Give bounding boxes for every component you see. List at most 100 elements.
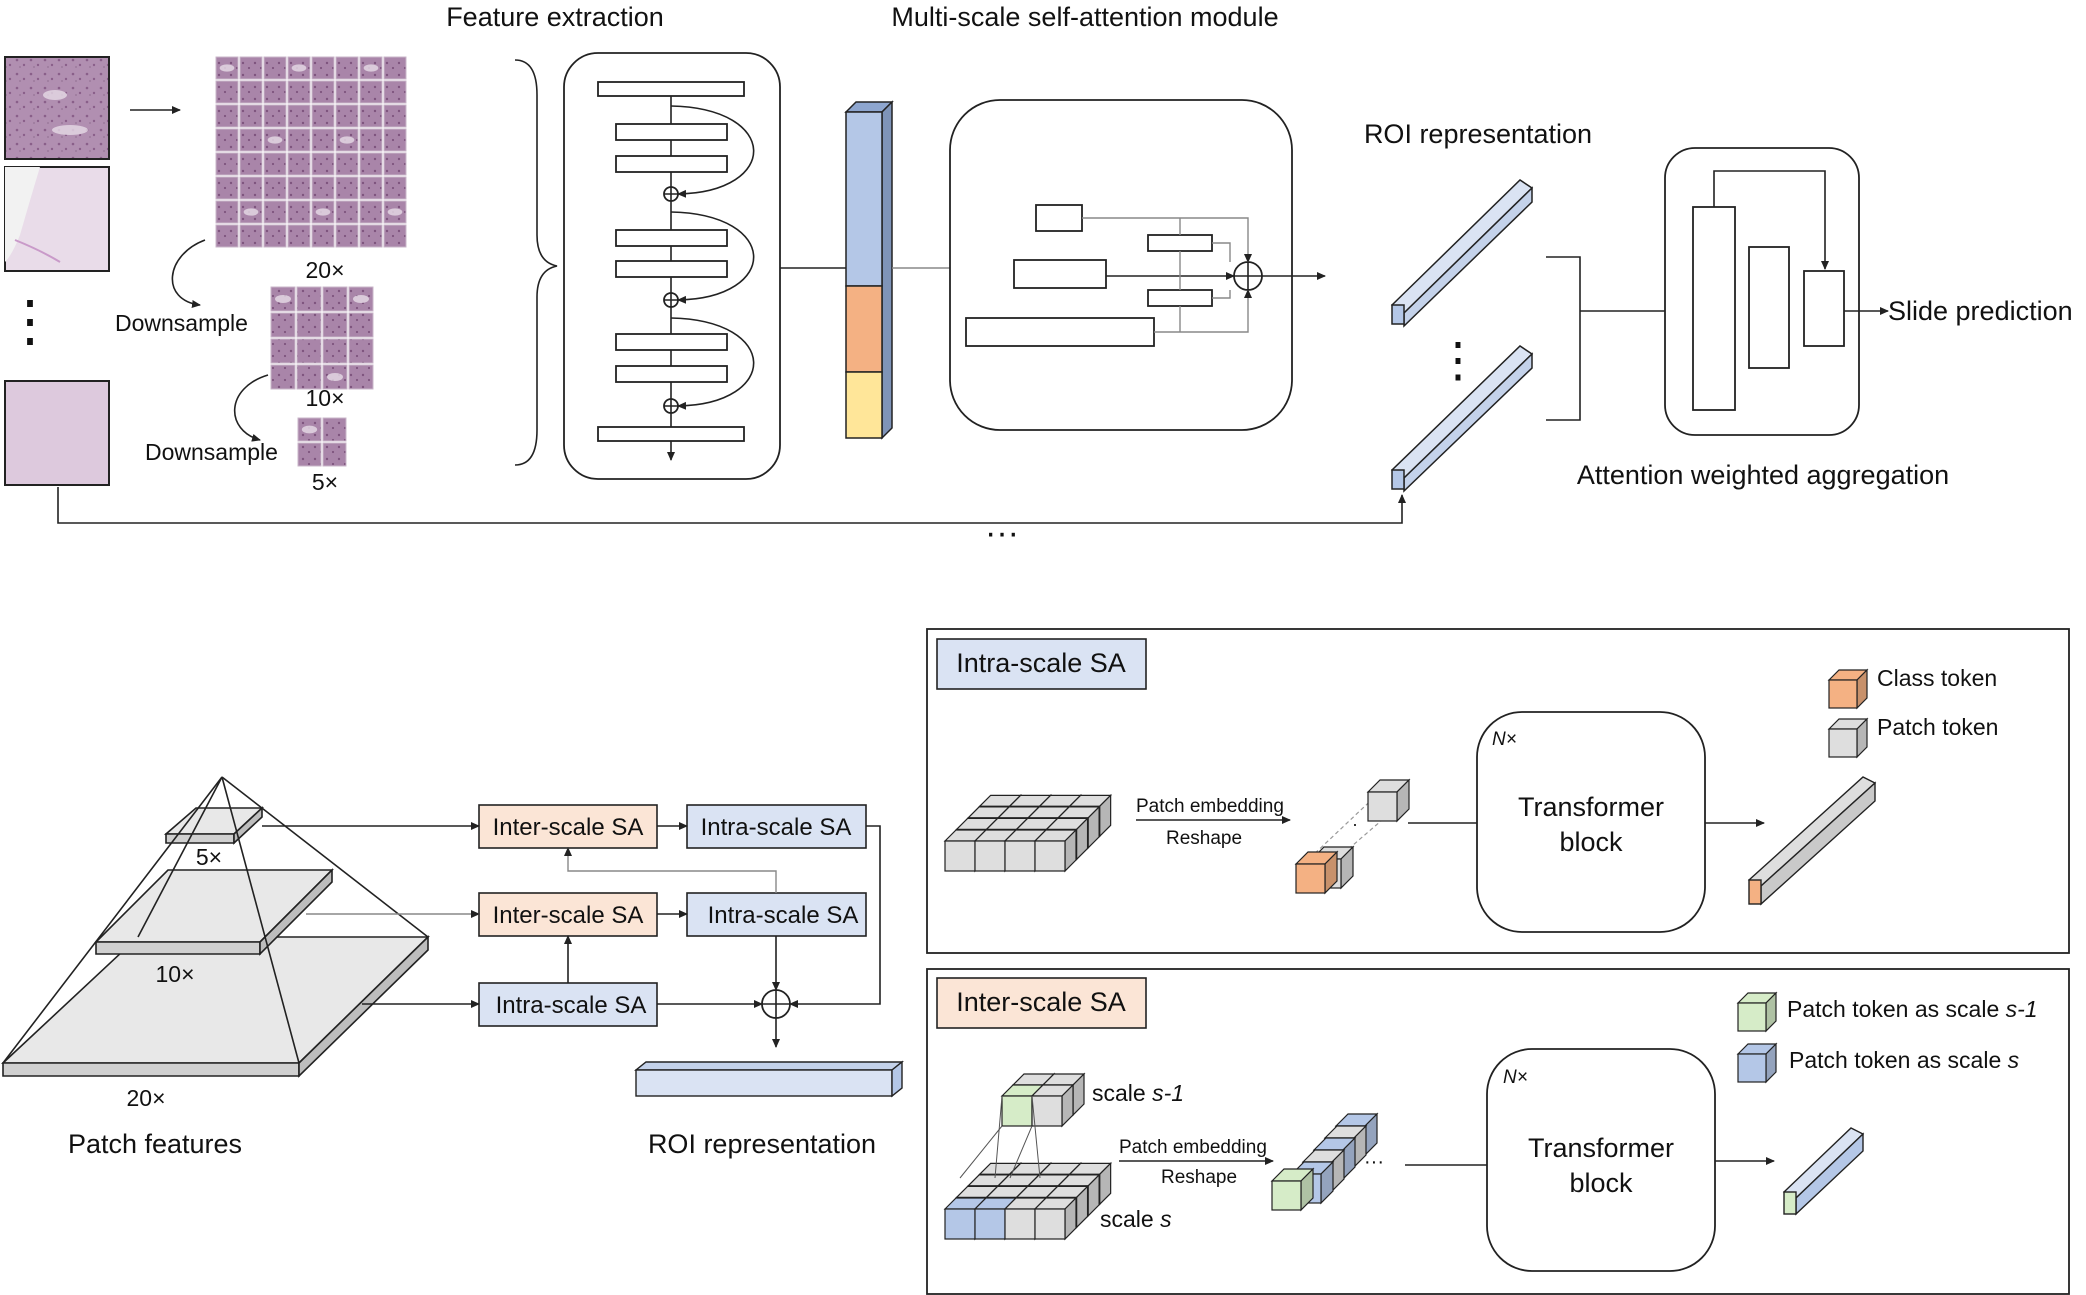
patch-tile <box>287 200 311 224</box>
wsi-thumbnail <box>4 380 110 486</box>
patch-tile <box>287 176 311 200</box>
patch-tile <box>359 176 383 200</box>
patch-tile <box>383 80 407 104</box>
patch-tile <box>215 224 239 248</box>
mag-10x-label: 10× <box>305 385 344 411</box>
svg-text:Intra-scale SA: Intra-scale SA <box>496 992 647 1019</box>
patch-tile <box>383 56 407 80</box>
intra-transformer-line2: block <box>1559 827 1623 857</box>
inter-reshape-label: Reshape <box>1161 1167 1237 1188</box>
intra-embed-label: Patch embedding <box>1136 796 1284 817</box>
multiscale-module-title: Multi-scale self-attention module <box>891 2 1278 32</box>
patch-tile <box>311 56 335 80</box>
attention-aggregation-block <box>1664 147 1889 436</box>
patch-token-cube <box>1366 778 1411 823</box>
patch-tile <box>287 80 311 104</box>
inter-patch-grids <box>943 1072 1113 1241</box>
patch-tile <box>311 176 335 200</box>
inter-nx-label: N× <box>1503 1067 1528 1088</box>
patch-tile <box>239 80 263 104</box>
inter-output-token <box>1782 1127 1865 1216</box>
roi-representation-bar <box>634 1060 904 1098</box>
svg-text:Intra-scale SA: Intra-scale SA <box>701 814 852 841</box>
intra-nx-label: N× <box>1492 729 1517 750</box>
pyramid-10x-label: 10× <box>155 961 194 987</box>
patch-tile <box>383 104 407 128</box>
patch-tile <box>296 312 322 338</box>
prev-scale-legend-cube <box>1736 991 1778 1033</box>
patch-tile <box>263 176 287 200</box>
roi-token-top <box>1390 179 1534 328</box>
patch-grid-5x <box>297 417 347 467</box>
intra-panel-title: Intra-scale SA <box>956 648 1126 678</box>
patch-tile <box>383 152 407 176</box>
patch-tile <box>311 80 335 104</box>
patch-tile <box>348 364 374 390</box>
intra-scale-sa-5x: Intra-scale SA <box>686 804 867 849</box>
wsi-thumbnail <box>4 56 110 160</box>
patch-tile <box>215 176 239 200</box>
patch-features-label: Patch features <box>68 1129 242 1159</box>
patch-cube <box>1033 828 1078 873</box>
scale-prev-label: scale s-1 <box>1092 1080 1184 1106</box>
patch-tile <box>335 152 359 176</box>
legend-cur-scale-label: Patch token as scale s <box>1789 1047 2020 1073</box>
patch-tile <box>263 104 287 128</box>
patch-tile <box>263 152 287 176</box>
patch-tile <box>263 80 287 104</box>
intra-scale-sa-20x: Intra-scale SA <box>478 982 658 1027</box>
vertical-dots: ⋮ <box>2 289 58 352</box>
downsample-label-2: Downsample <box>145 439 278 465</box>
patch-tile <box>322 286 348 312</box>
patch-tile <box>335 200 359 224</box>
inter-scale-panel: Inter-scale SA <box>926 968 2070 1295</box>
intra-scale-sa-10x: Intra-scale SA <box>686 892 867 937</box>
patch-tile <box>311 128 335 152</box>
patch-tile <box>383 224 407 248</box>
roi-representation-title: ROI representation <box>1364 119 1592 149</box>
patch-tile <box>287 152 311 176</box>
attention-aggregation-label: Attention weighted aggregation <box>1577 460 1949 490</box>
wsi-thumbnails <box>4 56 110 486</box>
intra-transformer-block: N× Transformer block <box>1476 711 1706 933</box>
patch-tile <box>322 442 347 467</box>
route-ellipsis: ··· <box>985 514 1019 552</box>
slide-prediction-label: Slide prediction <box>1888 296 2073 326</box>
patch-tile <box>359 224 383 248</box>
patch-tile <box>359 152 383 176</box>
patch-tile <box>239 56 263 80</box>
patch-tile <box>215 104 239 128</box>
intra-transformer-line1: Transformer <box>1518 792 1664 822</box>
patch-tile <box>335 104 359 128</box>
patch-tile <box>359 200 383 224</box>
inter-transformer-line2: block <box>1569 1168 1633 1198</box>
patch-tile <box>335 56 359 80</box>
feature-extraction-title: Feature extraction <box>446 2 664 32</box>
patch-tile <box>215 80 239 104</box>
inter-transformer-line1: Transformer <box>1528 1133 1674 1163</box>
intra-token-sequence: · <box>1294 778 1411 895</box>
patch-tile <box>383 128 407 152</box>
feature-extractor-network <box>563 52 781 480</box>
patch-tile <box>239 224 263 248</box>
patch-tile <box>359 128 383 152</box>
patch-tile <box>287 224 311 248</box>
inter-token-sequence <box>1270 1112 1379 1212</box>
patch-tile <box>322 338 348 364</box>
patch-tile <box>311 224 335 248</box>
patch-tile <box>239 128 263 152</box>
patch-cube-scale-s-1 <box>1030 1083 1075 1128</box>
patch-tile <box>311 104 335 128</box>
cur-scale-legend-cube <box>1736 1042 1778 1084</box>
curly-brace <box>514 59 558 466</box>
patch-grid-20x <box>215 56 407 248</box>
patch-tile <box>335 176 359 200</box>
inter-embed-label: Patch embedding <box>1119 1137 1267 1158</box>
class-token-legend-cube <box>1827 668 1869 710</box>
patch-tile <box>270 364 296 390</box>
prev-scale-token-cube <box>1270 1167 1315 1212</box>
legend-prev-scale-label: Patch token as scale s-1 <box>1787 996 2038 1022</box>
patch-tile <box>335 80 359 104</box>
svg-text:Inter-scale SA: Inter-scale SA <box>493 814 644 841</box>
